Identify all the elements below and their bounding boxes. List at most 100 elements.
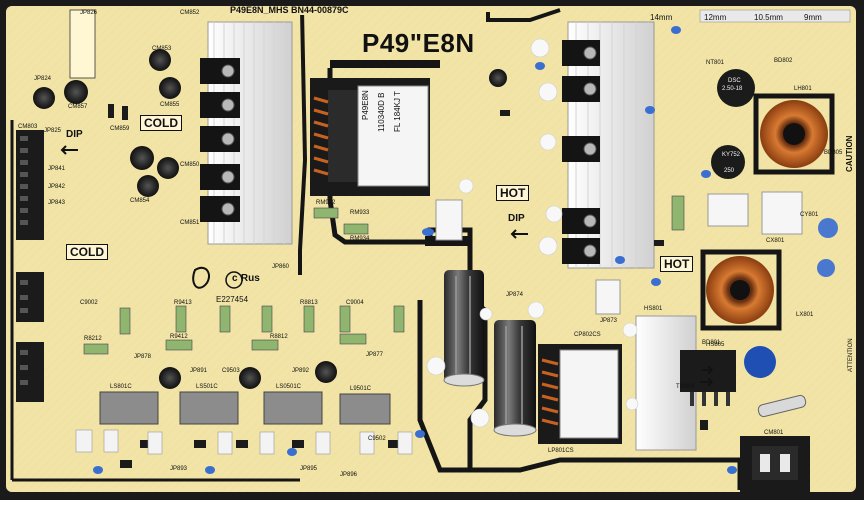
ref-rm932: RM932	[316, 200, 336, 206]
ref-jp825: JP825	[44, 128, 62, 134]
glue-blobs	[426, 38, 639, 428]
green-resistors	[83, 195, 685, 355]
transformer-label	[357, 85, 429, 187]
ac-input-pin-1	[760, 454, 770, 472]
y-cap-small-2	[817, 259, 835, 277]
ref-jp895: JP895	[300, 466, 318, 472]
ref-cm859: CM859	[110, 126, 130, 132]
ref-jp893: JP893	[170, 466, 188, 472]
right-trace	[486, 8, 561, 22]
small-electrolytics	[33, 49, 507, 389]
cm-choke-top-frame	[753, 93, 835, 175]
ref-bd801: BD801	[702, 340, 721, 346]
ref-jp878: JP878	[134, 354, 152, 360]
ref-c9502: C9502	[368, 436, 386, 442]
ref-cm801: CM801	[764, 430, 784, 436]
label-dip-mid: DIP	[508, 213, 525, 224]
ref-r8812: R8812	[270, 334, 288, 340]
samsung-swoosh	[192, 267, 210, 289]
ruler-10-5mm: 10.5mm	[754, 13, 783, 22]
small-parts-black	[108, 104, 708, 468]
ref-jp874: JP874	[506, 292, 524, 298]
heatsink-bridge	[635, 315, 697, 451]
ref-jp877: JP877	[366, 352, 384, 358]
ref-lx801: LX801	[796, 312, 814, 318]
ref-bd805: BD805	[824, 150, 843, 156]
y-cap-blue	[744, 346, 776, 378]
ac-input-pin-2	[780, 454, 790, 472]
bulk-cap-2	[494, 320, 536, 432]
ref-jp841: JP841	[48, 166, 66, 172]
black-pad-mid	[425, 236, 470, 246]
ntc-disc-2	[711, 145, 745, 179]
transformer-windings	[313, 96, 329, 176]
ref-lp801cs: LP801CS	[548, 448, 574, 454]
sticker-column	[69, 9, 96, 79]
ref-jp842: JP842	[48, 184, 66, 190]
left-trace	[10, 120, 300, 482]
cm-choke-mid-frame	[700, 249, 782, 331]
transformer-text-3: FL 184KJ T	[393, 91, 402, 132]
ntc-text-2: 2.50-18	[722, 86, 743, 92]
ref-c9002: C9002	[80, 300, 98, 306]
ref-r9412: R9412	[170, 334, 188, 340]
cm-choke-mid-core	[730, 280, 750, 300]
cm-choke-top-core	[783, 123, 805, 145]
x-cap-3	[595, 279, 621, 315]
ref-hs805: HS805	[706, 342, 725, 348]
bulk-cap-1-base	[443, 373, 485, 387]
board-title: P49"E8N	[362, 28, 475, 58]
small-white-caps	[75, 429, 413, 455]
ref-jp896: JP896	[340, 472, 358, 478]
fuse	[757, 394, 807, 418]
label-hot-mid: HOT	[496, 185, 530, 201]
bulk-cap-stripes	[455, 276, 523, 426]
label-cold-top: COLD	[140, 115, 182, 131]
inductor-ls801c	[99, 391, 159, 425]
ref-cm857: CM857	[68, 104, 88, 110]
ref-cm850: CM850	[180, 162, 200, 168]
ref-c9503: C9503	[222, 368, 240, 374]
bulk-cap-1	[444, 270, 484, 382]
black-pad-top	[330, 60, 440, 68]
ref-cm851: CM851	[180, 220, 200, 226]
ref-cx801: CX801	[766, 238, 785, 244]
connector-pins	[20, 136, 28, 385]
ref-cm854: CM854	[130, 198, 150, 204]
ref-cm852: CM852	[180, 10, 200, 16]
cert-number: E227454	[216, 295, 249, 304]
ref-cy801: CY801	[800, 212, 819, 218]
ruler-strip	[699, 9, 851, 23]
ref-nt801: NT801	[706, 60, 725, 66]
bulk-cap-2-base	[493, 423, 537, 437]
y-cap-small-1	[818, 218, 838, 238]
ref-hs801: HS801	[644, 306, 663, 312]
inductor-l9501c	[339, 393, 391, 425]
ac-input-inner	[752, 446, 798, 480]
dip-arrow-left	[60, 145, 78, 155]
ref-ls801c: LS801C	[110, 384, 132, 390]
ref-cm853: CM853	[152, 46, 172, 52]
ref-cp802cs: CP802CS	[574, 332, 601, 338]
inductor-ls501c	[179, 391, 239, 425]
ntc-text-4: 250	[724, 168, 735, 174]
x-cap-2	[761, 191, 803, 235]
ref-cm803: CM803	[18, 124, 38, 130]
transformer-text-1: P49E8N	[361, 90, 370, 120]
ref-lh801: LH801	[794, 86, 812, 92]
blue-small-caps	[93, 26, 737, 474]
ntc-disc-1	[717, 69, 755, 107]
ref-c9004: C9004	[346, 300, 364, 306]
ntc-text-3: KY752	[722, 152, 741, 158]
film-cap-cold	[435, 199, 463, 241]
ref-jp826: JP826	[80, 10, 98, 16]
ntc-text-1: DSC	[728, 78, 741, 84]
ref-jp891: JP891	[190, 368, 208, 374]
transformer-text-2: 110340D B	[377, 92, 386, 132]
ref-r9413: R9413	[174, 300, 192, 306]
ref-l9501c: L9501C	[350, 386, 372, 392]
x-cap-1	[707, 193, 749, 227]
ref-jp892: JP892	[292, 368, 310, 374]
